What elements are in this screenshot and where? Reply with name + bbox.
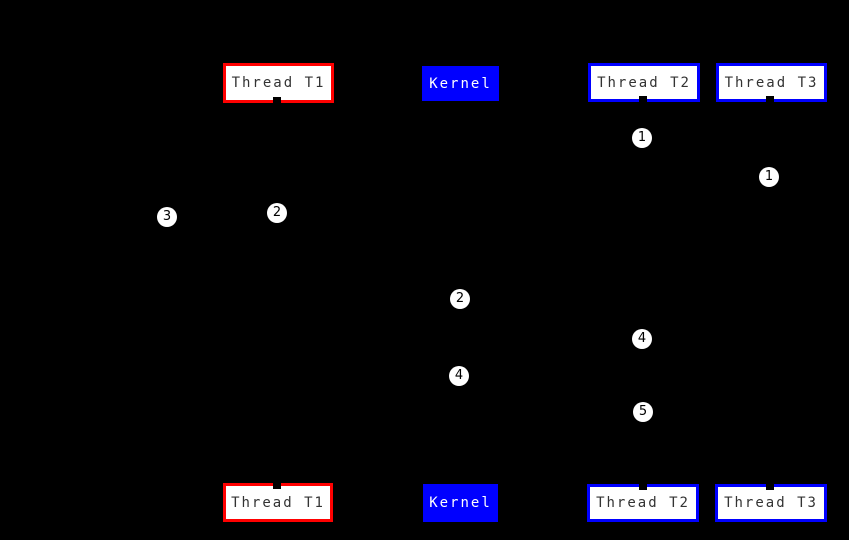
lifeline-stub-t3-bottom [766, 484, 774, 490]
event-marker-2: 2 [267, 203, 287, 223]
event-marker-4: 4 [632, 329, 652, 349]
event-marker-5: 5 [633, 402, 653, 422]
actor-box-thread-t1-top: Thread T1 [223, 63, 334, 103]
actor-box-kernel-top: Kernel [422, 66, 499, 101]
actor-box-thread-t2-bottom: Thread T2 [587, 484, 699, 522]
event-marker-2: 2 [450, 289, 470, 309]
event-marker-3: 3 [157, 207, 177, 227]
actor-box-thread-t3-top: Thread T3 [716, 63, 827, 102]
lifeline-stub-t1-top [273, 97, 281, 104]
lifeline-stub-t2-top [639, 96, 647, 103]
lifeline-stub-t2-bottom [639, 484, 647, 490]
event-marker-1: 1 [759, 167, 779, 187]
lifeline-stub-t3-top [766, 96, 774, 103]
event-marker-1: 1 [632, 128, 652, 148]
event-marker-4: 4 [449, 366, 469, 386]
actor-box-kernel-bottom: Kernel [423, 484, 498, 522]
lifeline-stub-t1-bottom [273, 483, 281, 489]
actor-box-thread-t3-bottom: Thread T3 [715, 484, 827, 522]
